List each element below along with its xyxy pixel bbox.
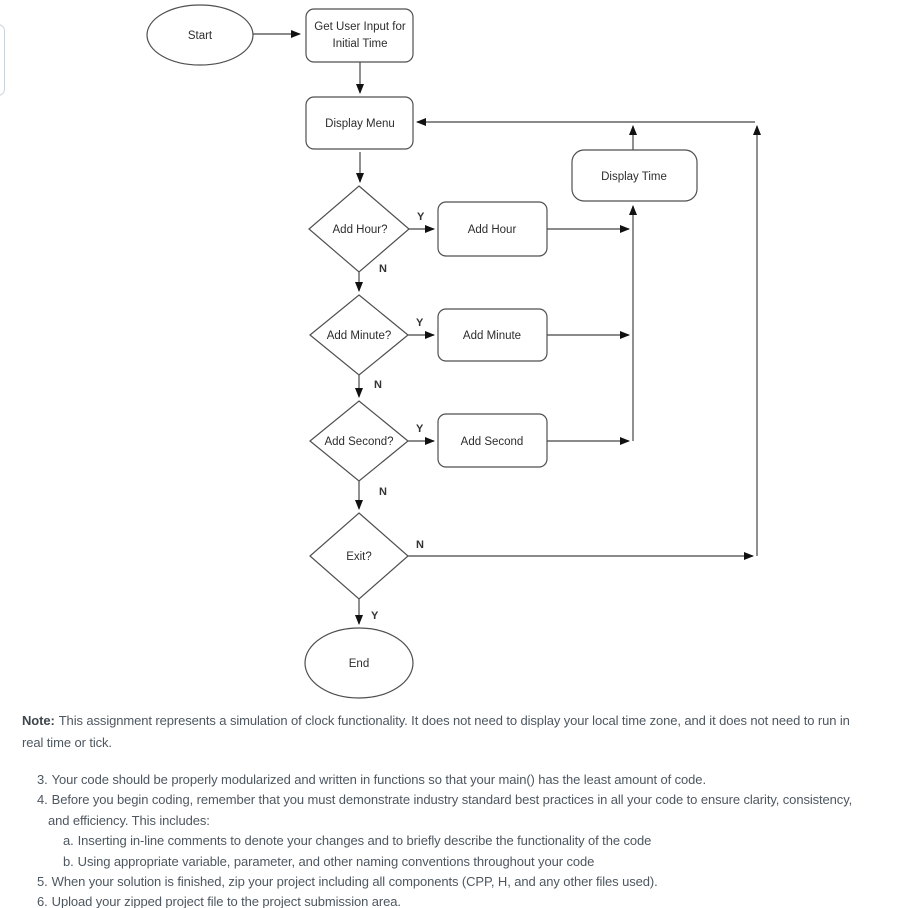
add-second-no-label: N <box>379 486 387 498</box>
item-marker: 5. <box>37 874 48 890</box>
add-second-node <box>437 413 548 468</box>
add-hour-no-label: N <box>379 263 387 275</box>
exit-no-label: N <box>416 539 424 551</box>
add-second-q-label: Add Second? <box>324 436 393 448</box>
display-time-label: Display Time <box>601 171 667 183</box>
item-text: Inserting in-line comments to denote you… <box>77 833 652 849</box>
end-node <box>304 627 414 699</box>
add-minute-q-label: Add Minute? <box>327 330 392 342</box>
list-subitem: b.Using appropriate variable, parameter,… <box>63 852 889 872</box>
item-marker: 3. <box>37 772 48 787</box>
end-label: End <box>349 658 369 670</box>
add-minute-no-label: N <box>374 379 382 391</box>
item-text: Using appropriate variable, parameter, a… <box>77 853 595 869</box>
item-marker: 6. <box>37 894 48 908</box>
instruction-list: 3.Your code should be properly modulariz… <box>37 770 889 908</box>
add-hour-label: Add Hour <box>468 224 517 236</box>
add-minute-node <box>437 308 548 362</box>
item-text: Before you begin coding, remember that y… <box>51 792 853 808</box>
item-marker: b. <box>63 853 74 869</box>
exit-decision <box>309 512 409 600</box>
list-item: 5.When your solution is finished, zip yo… <box>37 872 889 892</box>
list-item: 6.Upload your zipped project file to the… <box>37 892 889 908</box>
add-hour-node <box>437 201 548 257</box>
add-minute-label: Add Minute <box>463 330 521 342</box>
item-text: When your solution is finished, zip your… <box>51 874 658 890</box>
item-marker: 4. <box>37 792 48 808</box>
item-text: Upload your zipped project file to the p… <box>51 894 401 908</box>
item-text: Your code should be properly modularized… <box>51 772 706 787</box>
exit-yes-label: Y <box>371 610 379 622</box>
item-marker: a. <box>63 833 74 849</box>
display-menu-label: Display Menu <box>325 118 395 130</box>
add-second-label: Add Second <box>461 436 524 448</box>
note-paragraph: Note:This assignment represents a simula… <box>22 710 890 754</box>
display-time-node <box>571 149 698 202</box>
clock-flowchart: Start Get User Input for Initial Time Di… <box>146 4 761 699</box>
add-minute-yes-label: Y <box>416 317 424 329</box>
assignment-notes: Note:This assignment represents a simula… <box>22 710 890 908</box>
item-text-continued: and efficiency. This includes: <box>48 812 210 828</box>
note-text-line2: real time or tick. <box>22 735 112 750</box>
exit-q-label: Exit? <box>346 551 372 563</box>
add-hour-decision <box>308 185 410 273</box>
note-text-line1: This assignment represents a simulation … <box>58 713 850 728</box>
add-minute-decision <box>309 294 409 376</box>
display-menu-node <box>305 96 414 150</box>
get-input-label-1: Get User Input for <box>314 21 406 33</box>
start-node <box>146 4 254 66</box>
list-item: 3.Your code should be properly modulariz… <box>37 770 889 790</box>
note-label: Note: <box>22 713 55 728</box>
list-item: 4.Before you begin coding, remember that… <box>37 790 889 831</box>
get-input-label-2: Initial Time <box>333 38 388 50</box>
flow-connectors <box>253 30 761 625</box>
add-hour-q-label: Add Hour? <box>333 224 388 236</box>
start-label: Start <box>188 30 213 42</box>
get-input-node <box>305 8 414 63</box>
add-second-decision <box>309 400 409 482</box>
add-second-yes-label: Y <box>416 423 424 435</box>
list-subitem: a.Inserting in-line comments to denote y… <box>63 831 889 851</box>
add-hour-yes-label: Y <box>417 211 425 223</box>
